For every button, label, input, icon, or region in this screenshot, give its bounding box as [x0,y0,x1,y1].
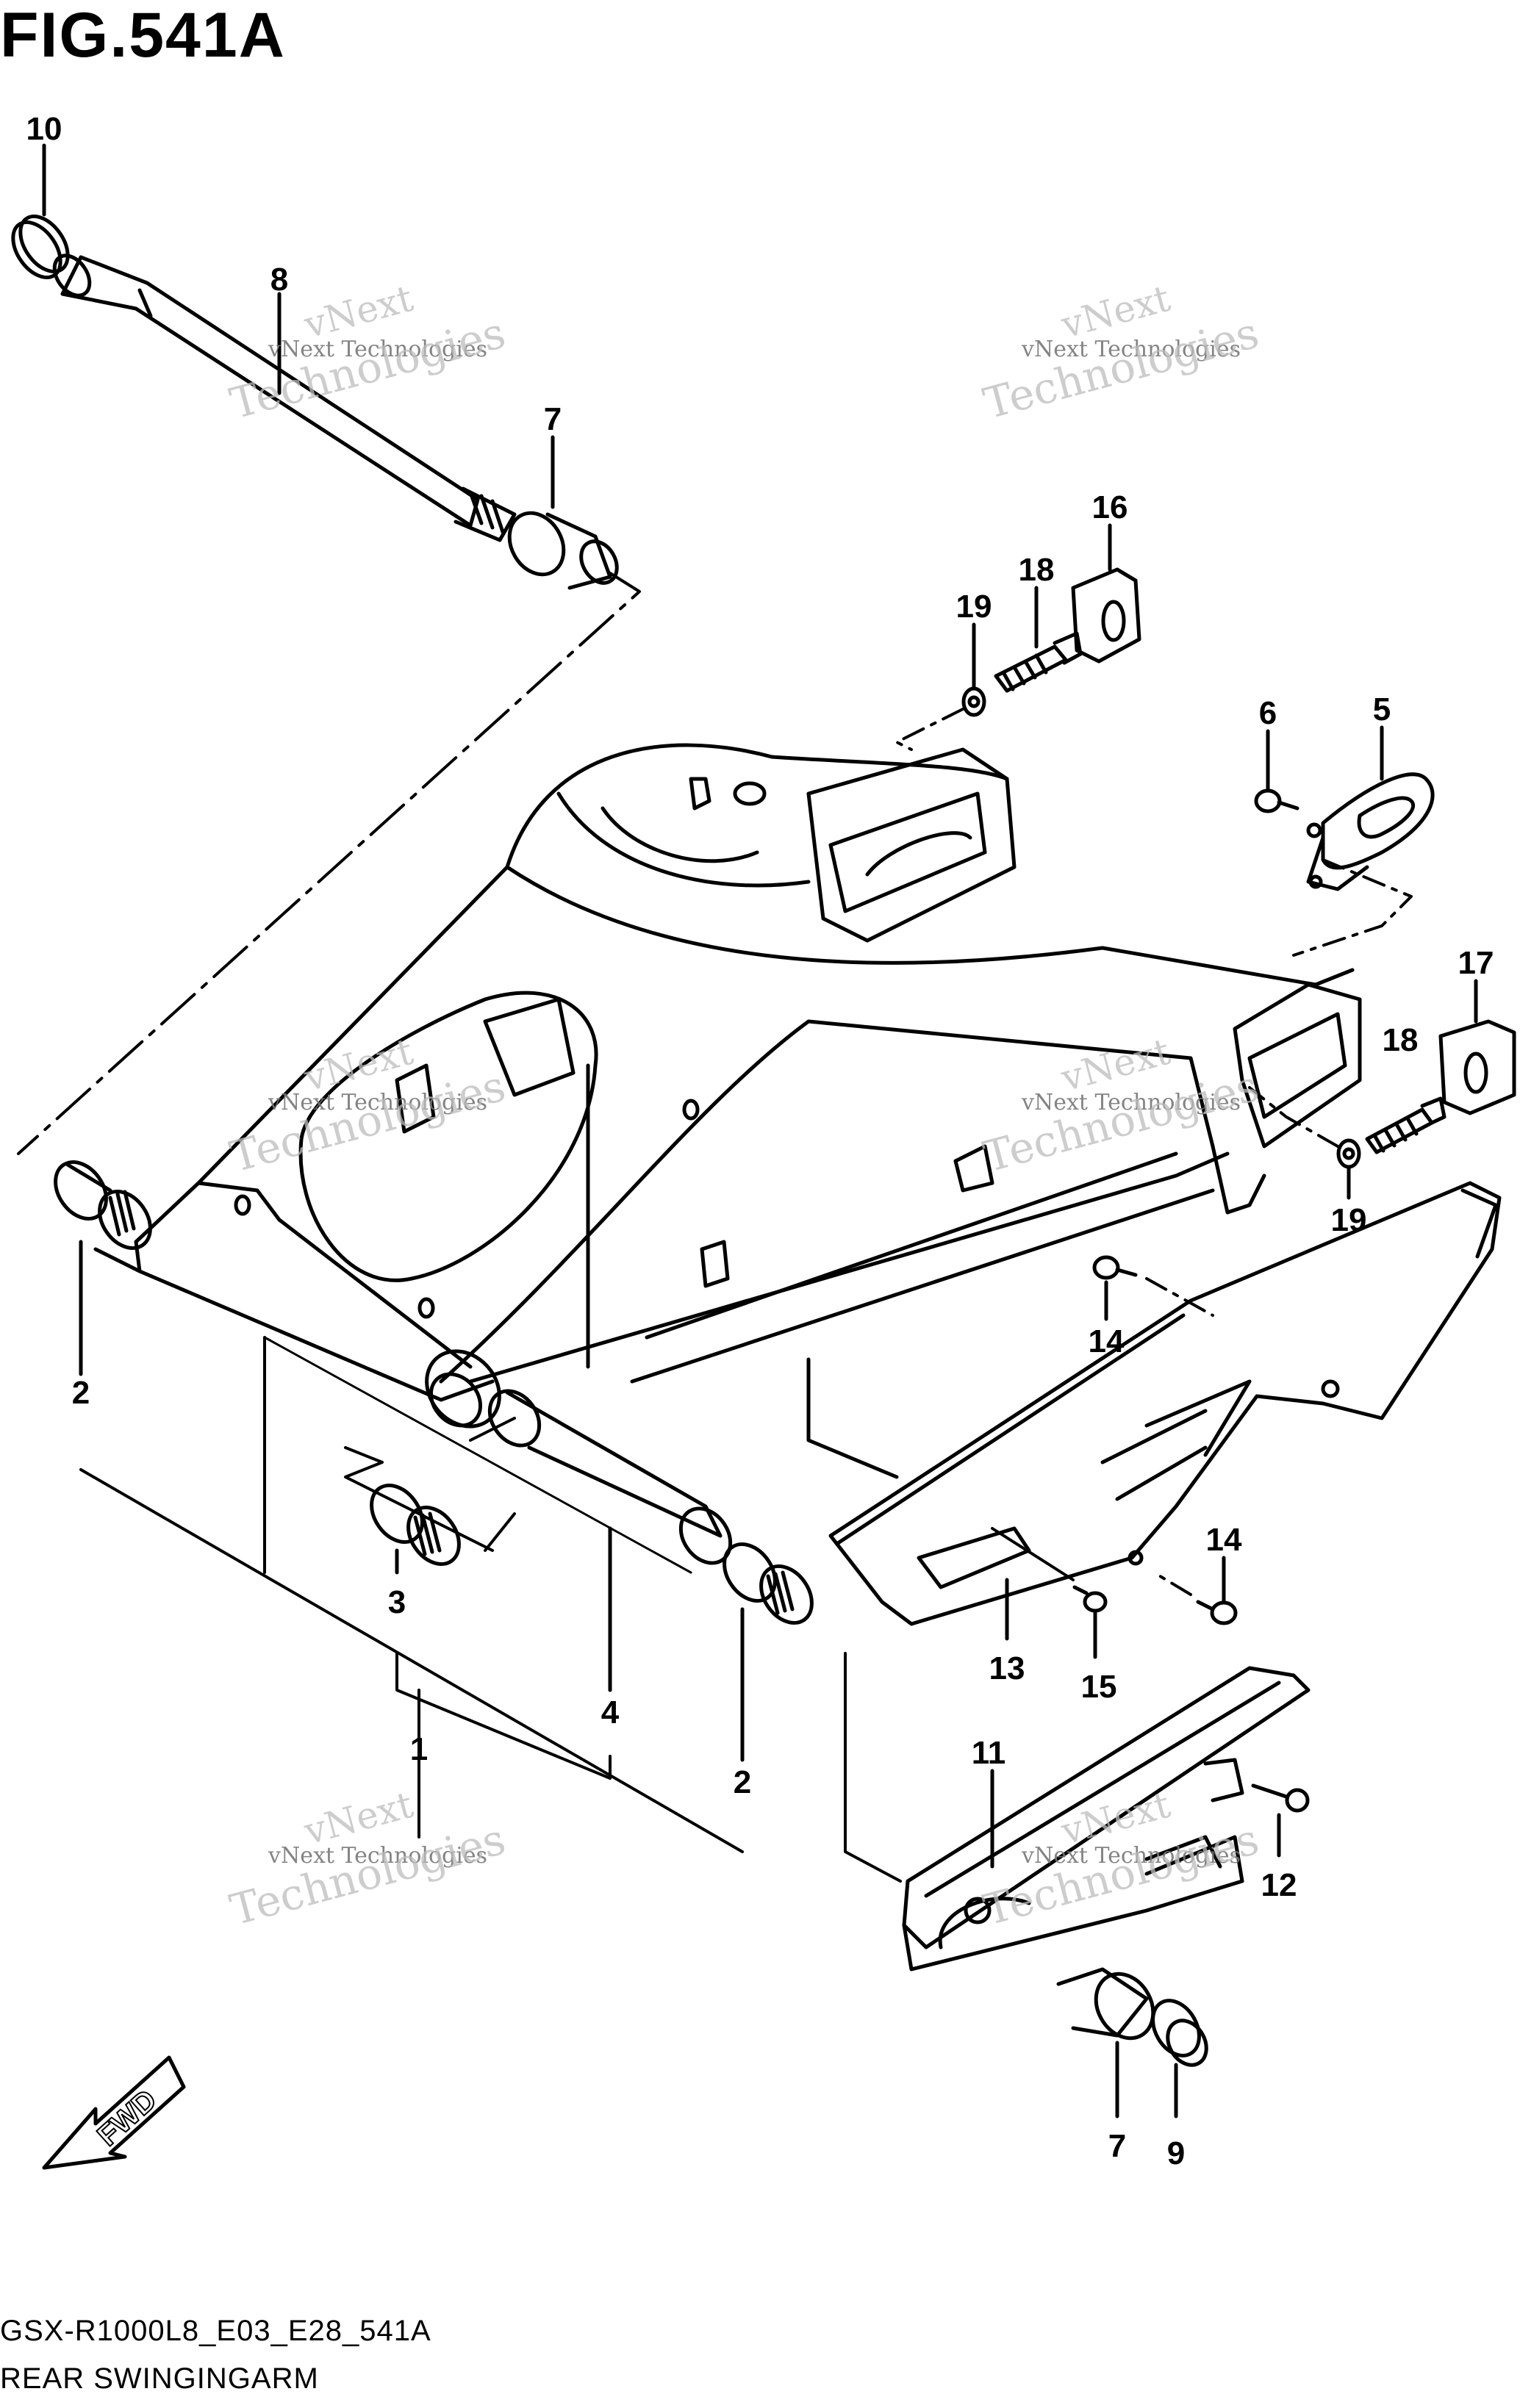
needle-bearing-part-2-right [723,1542,814,1762]
swingarm-body [134,743,1362,1428]
watermark-top-left: vNext vNext Technologies Technologies [225,277,510,429]
nut-part-19-top [895,622,986,751]
bolt-part-14-bottom [1152,1556,1238,1625]
callout-17: 17 [1458,945,1494,981]
lock-nut-part-10 [11,143,70,279]
adjuster-block-part-17 [1438,979,1516,1115]
callout-2-right: 2 [734,1764,751,1800]
callout-8: 8 [270,262,288,298]
callout-18-right: 18 [1383,1022,1419,1058]
svg-text:vNext Technologies: vNext Technologies [268,1843,487,1869]
pivot-shaft-part-8 [52,254,517,542]
bolt-part-12 [1251,1783,1310,1858]
adjuster-bolt-part-18-top [994,586,1083,693]
plate-part-5 [1292,725,1435,957]
needle-bearing-part-2-left [54,1160,152,1376]
chain-cover-part-13 [806,1181,1502,1641]
callout-19-right: 19 [1331,1202,1367,1238]
callout-labels: 10 8 7 16 18 19 6 5 17 18 19 14 2 3 4 1 … [26,111,1494,2171]
callout-9: 9 [1167,2135,1185,2171]
figure-code: GSX-R1000L8_E03_E28_541A [0,2315,431,2347]
callout-7-top: 7 [544,401,562,437]
collar-part-7-bottom [1056,1967,1155,2118]
svg-text:vNext Technologies: vNext Technologies [1021,1843,1241,1869]
callout-16: 16 [1092,489,1128,525]
callout-12: 12 [1261,1867,1297,1903]
adjuster-block-part-16 [1071,523,1141,664]
callout-1: 1 [410,1731,428,1767]
watermark-bottom-right: vNext vNext Technologies Technologies [978,1783,1263,1936]
callout-14-top: 14 [1089,1323,1125,1359]
svg-text:vNext Technologies: vNext Technologies [268,1090,487,1115]
callout-19-top: 19 [956,589,992,625]
callout-18-top: 18 [1019,552,1055,588]
svg-text:vNext Technologies: vNext Technologies [268,337,487,362]
callout-11: 11 [972,1735,1006,1771]
collar-part-7-top [507,435,619,590]
watermark-bottom-left: vNext vNext Technologies Technologies [225,1783,510,1936]
watermark-middle-right: vNext vNext Technologies Technologies [978,1030,1263,1182]
callout-6: 6 [1259,695,1277,731]
bolt-part-6 [1254,729,1299,813]
callout-13: 13 [989,1650,1025,1686]
callout-4: 4 [601,1694,620,1730]
figure-name: REAR SWINGINGARM [0,2362,319,2395]
callout-15: 15 [1081,1669,1117,1705]
callout-5: 5 [1373,691,1391,727]
watermark-top-right: vNext vNext Technologies Technologies [978,277,1263,429]
adjuster-bolt-part-18-right [1365,1096,1446,1154]
spacer-part-4 [487,1389,733,1692]
callout-7-bottom: 7 [1108,2128,1126,2164]
svg-text:vNext Technologies: vNext Technologies [1021,1090,1241,1115]
nut-part-19-right [1248,1086,1361,1200]
svg-text:vNext Technologies: vNext Technologies [1021,337,1241,362]
chain-guide-part-11 [844,1652,1311,1972]
callout-2-left: 2 [72,1375,90,1411]
bolt-part-14-top [1092,1255,1214,1321]
watermark-middle-left: vNext vNext Technologies Technologies [225,1030,510,1182]
figure-title: FIG.541A [0,0,286,71]
forward-direction-arrow [42,2055,186,2170]
bolt-part-15 [1072,1585,1108,1659]
callout-10: 10 [26,111,62,147]
callout-14-bottom: 14 [1206,1522,1242,1558]
callout-3: 3 [388,1584,406,1620]
axle-nut-part-9 [1151,1999,1208,2118]
needle-bearing-part-3 [370,1484,461,1575]
